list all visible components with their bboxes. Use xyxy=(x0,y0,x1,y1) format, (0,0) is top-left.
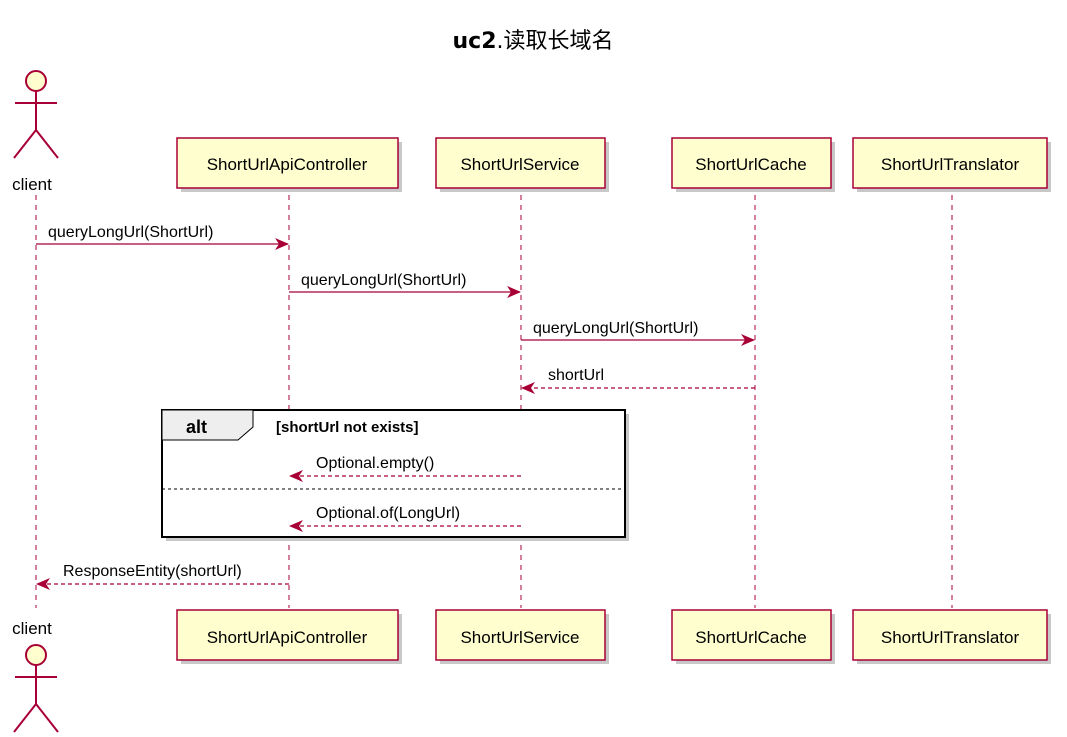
message-label: ResponseEntity(shortUrl) xyxy=(63,563,242,580)
message-6: Optional.of(LongUrl) xyxy=(289,505,521,532)
participant-label: ShortUrlService xyxy=(460,628,579,647)
participant-label: ShortUrlApiController xyxy=(207,628,368,647)
participant-cache-top: ShortUrlCache xyxy=(671,137,835,192)
message-label: Optional.of(LongUrl) xyxy=(316,505,460,522)
participant-service-top: ShortUrlService xyxy=(435,137,609,192)
alt-fragment: alt [shortUrl not exists] xyxy=(161,409,629,541)
actor-client-bottom: client xyxy=(12,619,59,733)
actor-client-top: client xyxy=(12,70,59,194)
participant-label: ShortUrlApiController xyxy=(207,155,368,174)
participant-controller-top: ShortUrlApiController xyxy=(176,137,402,192)
message-2: queryLongUrl(ShortUrl) xyxy=(289,272,521,298)
participant-cache-bottom: ShortUrlCache xyxy=(671,609,835,664)
message-3: queryLongUrl(ShortUrl) xyxy=(521,320,755,346)
actor-head xyxy=(25,644,47,666)
alt-guard: [shortUrl not exists] xyxy=(276,419,419,436)
message-label: Optional.empty() xyxy=(316,455,434,472)
actor-label-top: client xyxy=(12,175,52,194)
alt-keyword: alt xyxy=(186,417,207,437)
actor-head xyxy=(25,70,47,92)
title-rest: .读取长域名 xyxy=(497,29,614,54)
participant-label: ShortUrlCache xyxy=(695,628,807,647)
lifelines xyxy=(35,195,953,608)
participant-label: ShortUrlTranslator xyxy=(881,155,1020,174)
participant-label: ShortUrlService xyxy=(460,155,579,174)
message-label: queryLongUrl(ShortUrl) xyxy=(48,224,213,241)
message-label: shortUrl xyxy=(548,367,604,384)
participant-translator-bottom: ShortUrlTranslator xyxy=(852,609,1051,664)
message-4: shortUrl xyxy=(521,367,755,394)
actor-label-bottom: client xyxy=(12,619,52,638)
participant-translator-top: ShortUrlTranslator xyxy=(852,137,1051,192)
message-5: Optional.empty() xyxy=(289,455,521,482)
message-label: queryLongUrl(ShortUrl) xyxy=(301,272,466,289)
participant-label: ShortUrlCache xyxy=(695,155,807,174)
title-bold: uc2 xyxy=(452,29,496,54)
participant-label: ShortUrlTranslator xyxy=(881,628,1020,647)
participant-service-bottom: ShortUrlService xyxy=(435,609,609,664)
message-7: ResponseEntity(shortUrl) xyxy=(36,563,289,590)
diagram-title: uc2.读取长域名 xyxy=(452,29,613,54)
message-1: queryLongUrl(ShortUrl) xyxy=(36,224,289,250)
message-label: queryLongUrl(ShortUrl) xyxy=(533,320,698,337)
participant-controller-bottom: ShortUrlApiController xyxy=(176,609,402,664)
